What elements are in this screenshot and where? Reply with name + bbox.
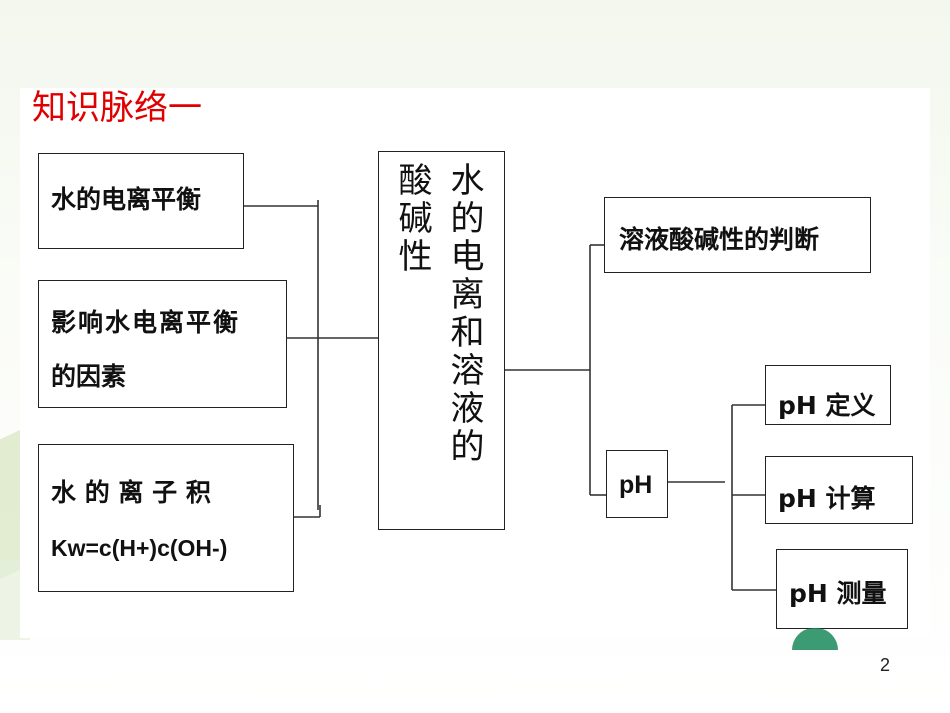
box-label: 溶液酸碱性的判断 [619,225,820,254]
center-title-col1: 水的电离和溶液的 [444,162,484,466]
slide-title: 知识脉络一 [32,88,202,128]
decorative-badge [792,628,838,650]
kw-formula: Kw=c(H+)c(OH-) [51,535,228,561]
box-ph: pH [606,450,668,518]
box-ph-calculation: pH 计算 [765,456,913,524]
box-ph-measurement: pH 测量 [776,549,908,629]
box-water-ionization-equilibrium: 水的电离平衡 [38,153,244,249]
box-ion-product: 水 的 离 子 积 Kw=c(H+)c(OH-) [38,444,294,592]
box-label-line1: 影响水电离平衡 [51,308,241,337]
box-label: pH 计算 [778,484,876,513]
page-number: 2 [880,655,891,675]
box-label-line1: 水 的 离 子 积 [51,478,211,507]
center-title-col2: 酸碱性 [392,162,432,276]
box-label: 水的电离平衡 [51,185,202,214]
box-center-topic: 水的电离和溶液的 酸碱性 [378,151,505,530]
box-acidity-judgment: 溶液酸碱性的判断 [604,197,871,273]
box-label: pH 定义 [778,391,876,420]
box-label: pH [619,471,653,499]
box-ph-definition: pH 定义 [765,365,891,425]
box-label-line2: 的因素 [51,362,127,391]
box-label: pH 测量 [789,579,887,608]
box-factors: 影响水电离平衡 的因素 [38,280,287,408]
